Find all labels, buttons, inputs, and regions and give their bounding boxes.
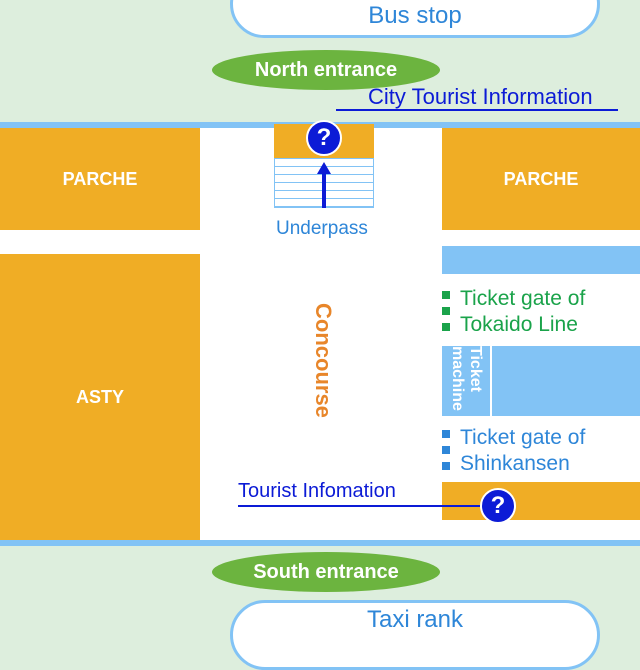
city-tourist-info-label: City Tourist Information [368, 84, 593, 109]
tokaido-gate-line-2: Tokaido Line [460, 313, 578, 336]
underpass-label: Underpass [276, 218, 368, 239]
shinkansen-gate-marker-3 [442, 462, 450, 470]
city-info-question-icon: ? [306, 120, 342, 156]
ticket-machine-strip: Ticket machine [442, 346, 492, 416]
tourist-info-underline [238, 505, 500, 507]
shinkansen-gate-marker-2 [442, 446, 450, 454]
parche-left-text: PARCHE [62, 168, 138, 189]
shinkansen-gate-label: Ticket gate of Shinkansen [460, 425, 585, 477]
tokaido-gate-marker-3 [442, 323, 450, 331]
asty-building: ASTY [0, 254, 200, 540]
up-arrow-icon [317, 162, 331, 208]
taxi-rank-text: Taxi rank [366, 606, 464, 633]
south-entrance-label: South entrance [212, 552, 440, 592]
lower-band [0, 540, 640, 546]
parche-right-text: PARCHE [503, 168, 579, 189]
concourse-label: Concourse [311, 302, 336, 418]
tokaido-gate-marker-2 [442, 307, 450, 315]
tourist-info-label: Tourist Infomation [238, 480, 396, 502]
bus-stop-label: Bus stop [230, 0, 600, 38]
tourist-info-office [442, 482, 640, 520]
platform-strip-top [442, 246, 640, 274]
tourist-info-question-icon: ? [480, 488, 516, 524]
tokaido-gate-marker-1 [442, 291, 450, 299]
ticket-machine-label: Ticket machine [449, 346, 484, 411]
north-entrance-text: North entrance [254, 58, 398, 81]
shinkansen-gate-marker-1 [442, 430, 450, 438]
parche-right-building: PARCHE [442, 128, 640, 230]
parche-left-building: PARCHE [0, 128, 200, 230]
tokaido-gate-label: Ticket gate of Tokaido Line [460, 286, 585, 338]
north-entrance-label: North entrance [212, 50, 440, 90]
city-tourist-info-underline [336, 109, 618, 111]
tokaido-gate-line-1: Ticket gate of [460, 287, 586, 310]
south-entrance-text: South entrance [253, 560, 399, 583]
bus-stop-text: Bus stop [368, 2, 462, 29]
asty-text: ASTY [75, 386, 124, 407]
shinkansen-gate-line-1: Ticket gate of [460, 426, 586, 449]
shinkansen-gate-line-2: Shinkansen [460, 452, 570, 475]
taxi-rank-label: Taxi rank [230, 600, 600, 670]
